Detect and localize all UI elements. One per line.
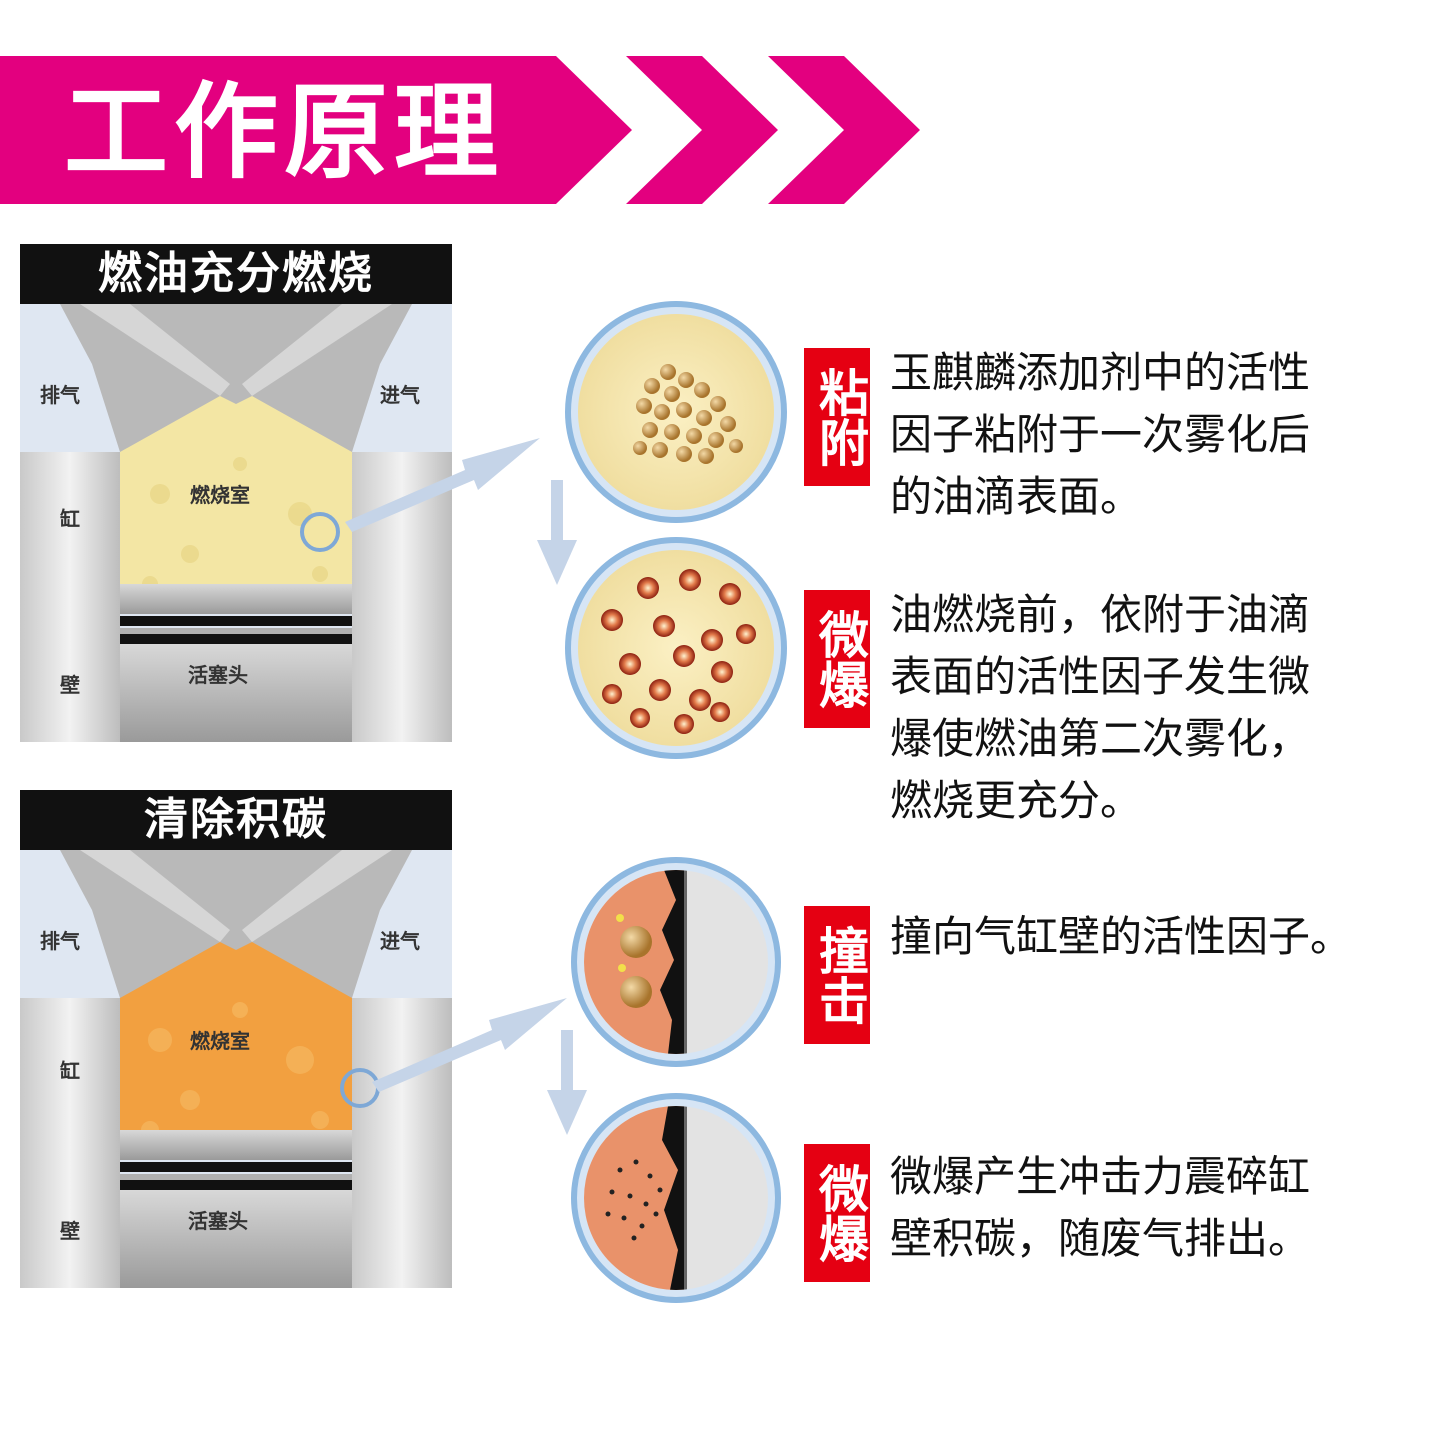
piston-head [120, 584, 352, 614]
piston-ring [120, 616, 352, 626]
banner-chevron-2 [768, 56, 920, 204]
arrow-down-2 [547, 1030, 587, 1135]
arrow-down-1 [537, 480, 577, 585]
exhaust-valve [80, 850, 230, 942]
panel1-title: 燃油充分燃烧 [20, 244, 452, 304]
piston-ring [120, 1162, 352, 1172]
piston-ring [120, 1180, 352, 1190]
combustion-chamber [120, 942, 352, 1150]
tag-micro-explosion-1: 微爆 [804, 590, 870, 728]
exhaust-label: 排气 [40, 383, 80, 407]
exhaust-valve [80, 304, 230, 396]
piston-ring [120, 634, 352, 644]
step-description-micro-explosion-2: 微爆产生冲击力震碎缸 壁积碳，随废气排出。 [890, 1152, 1311, 1263]
cylinder-wall-label-top: 缸 [60, 1059, 80, 1083]
page-title: 工作原理 [64, 71, 505, 193]
cylinder-wall-label-top: 缸 [60, 507, 80, 531]
arrow-to-detail-1 [345, 438, 540, 532]
step-description-adhesion: 玉麒麟添加剂中的活性 因子粘附于一次雾化后 的油滴表面。 [890, 348, 1311, 521]
combustion-chamber [120, 396, 352, 604]
engine-diagram-combustion: 排气 进气 燃烧室 缸 壁 活塞头 [20, 304, 452, 742]
piston-label: 活塞头 [188, 1209, 248, 1233]
intake-valve [242, 304, 392, 396]
chamber-label: 燃烧室 [190, 1029, 250, 1053]
piston-label: 活塞头 [188, 663, 248, 687]
cylinder-wall-label-bottom: 壁 [60, 673, 80, 697]
zoom-circle [300, 512, 340, 552]
banner-ribbon [0, 56, 632, 204]
intake-label: 进气 [380, 383, 420, 407]
panel2-title: 清除积碳 [20, 790, 452, 850]
arrow-to-detail-2 [372, 998, 567, 1092]
cylinder-wall-left [20, 998, 120, 1288]
piston-body [120, 644, 352, 742]
piston-body [120, 1190, 352, 1288]
engine-diagram-carbon-cleaning: 排气 进气 燃烧室 缸 壁 活塞头 [20, 850, 452, 1288]
detail-circle-impact [571, 857, 781, 1067]
step-description-micro-explosion-1: 油燃烧前，依附于油滴 表面的活性因子发生微 爆使燃油第二次雾化， 燃烧更充分。 [890, 590, 1311, 825]
chamber-label: 燃烧室 [190, 483, 250, 507]
tag-adhesion: 粘附 [804, 348, 870, 486]
step-description-impact: 撞向气缸壁的活性因子。 [890, 912, 1353, 961]
detail-circle-carbon-breakup [571, 1093, 781, 1303]
detail-circle-adhesion [565, 301, 787, 523]
detail-circle-micro-explosion [565, 537, 787, 759]
tag-impact: 撞击 [804, 906, 870, 1044]
tag-micro-explosion-2: 微爆 [804, 1144, 870, 1282]
header-banner [0, 56, 920, 204]
cylinder-wall-left [20, 452, 120, 742]
cylinder-wall-label-bottom: 壁 [60, 1219, 80, 1243]
cylinder-wall-right [352, 998, 452, 1288]
intake-label: 进气 [380, 929, 420, 953]
intake-valve [242, 850, 392, 942]
banner-chevron-1 [626, 56, 778, 204]
piston-head [120, 1130, 352, 1160]
exhaust-label: 排气 [40, 929, 80, 953]
